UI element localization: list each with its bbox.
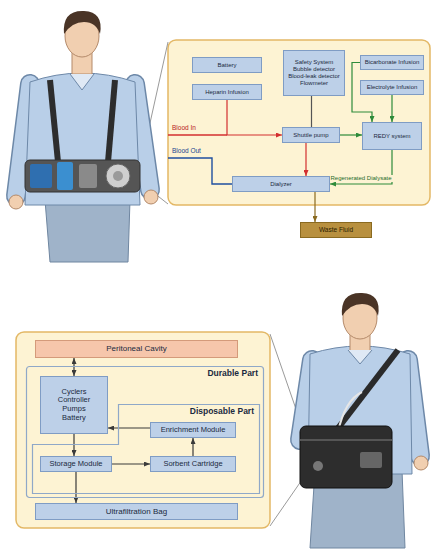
process-box: Dialyzer: [232, 176, 330, 192]
process-box: Enrichment Module: [150, 422, 236, 438]
node-label: Sorbent Cartridge: [163, 460, 222, 469]
diagram-panel: [16, 332, 270, 528]
connector: [227, 100, 282, 135]
node-label: Battery: [217, 62, 236, 69]
node-label: Peritoneal Cavity: [106, 344, 166, 353]
process-box: Safety SystemBubble detectorBlood-leak d…: [283, 50, 345, 96]
patient-figure-wearable: [50, 80, 58, 162]
patient-figure-wearable: [70, 74, 94, 90]
connector: [112, 463, 150, 464]
edge-label: Regenerated Dialysate: [330, 175, 393, 182]
diagram-panel: [168, 40, 430, 205]
patient-figure-wearable: [144, 190, 158, 204]
patient-figure-bag: [332, 350, 398, 436]
leader-line: [140, 42, 306, 526]
region-outline: [33, 405, 260, 494]
process-box: Bicarbonate Infusion: [360, 55, 424, 70]
connector: [330, 150, 392, 184]
patient-figure-wearable: [64, 11, 101, 34]
blood-line: [168, 135, 232, 184]
node-label: Enrichment Module: [161, 426, 226, 435]
region-box: Disposable PartEnrichment ModuleStorage …: [32, 404, 260, 494]
process-box: Ultrafiltration Bag: [35, 503, 238, 520]
patient-figure-wearable: [106, 164, 130, 188]
process-box: Storage Module: [40, 456, 112, 472]
patient-figure-bag: [348, 350, 372, 364]
patient-figure-wearable: [57, 162, 73, 190]
patient-figure-wearable: [113, 171, 123, 181]
node-label: Ultrafiltration Bag: [106, 507, 167, 516]
process-box: REDY system: [362, 122, 422, 150]
node-label: Heparin Infusion: [205, 89, 249, 96]
patient-figure-wearable: [108, 80, 115, 162]
patient-figure-wearable: [9, 11, 158, 262]
node-label: Bicarbonate Infusion: [365, 59, 420, 66]
patient-figure-bag: [300, 293, 428, 548]
connector: [192, 438, 193, 456]
node-label: Battery: [62, 414, 86, 423]
region-box: Durable PartCyclersControllerPumpsBatter…: [26, 366, 264, 498]
flow-label: Blood In: [172, 124, 196, 131]
process-box: Shuttle pump: [282, 127, 340, 143]
patient-figure-wearable: [79, 164, 97, 188]
node-label: Waste Fluid: [319, 226, 353, 233]
patient-figure-wearable: [45, 200, 130, 262]
connector: [311, 96, 312, 127]
process-box: Electrolyte Infusion: [360, 80, 424, 95]
process-box: Battery: [192, 57, 262, 73]
region-label: Disposable Part: [190, 407, 254, 417]
process-box: Heparin Infusion: [192, 84, 262, 100]
node-label: Controller: [58, 396, 91, 405]
connector: [108, 427, 150, 428]
region-outline: [27, 367, 264, 498]
diagram-panel: [16, 40, 430, 528]
node-label: Cyclers: [61, 388, 86, 397]
node-label: Bubble detector: [293, 66, 335, 73]
node-label: Shuttle pump: [293, 132, 328, 139]
node-label: REDY system: [373, 133, 410, 140]
patient-figure-bag: [313, 461, 323, 471]
blood-line: [168, 134, 227, 135]
connector: [314, 192, 315, 222]
patient-figure-wearable: [9, 195, 23, 209]
region-outline: [32, 404, 260, 494]
node-label: Dialyzer: [270, 181, 292, 188]
patient-figure-bag: [300, 439, 392, 441]
connector: [391, 95, 392, 122]
patient-figure-wearable: [25, 73, 140, 205]
blood-line: [168, 158, 232, 184]
node-label: Safety System: [295, 59, 334, 66]
node-label: Blood-leak detector: [288, 73, 340, 80]
patient-figure-bag: [360, 452, 382, 468]
process-box: CyclersControllerPumpsBattery: [40, 376, 108, 434]
node-label: Pumps: [62, 405, 85, 414]
process-box: Peritoneal Cavity: [35, 340, 238, 358]
region-label: Durable Part: [207, 369, 258, 379]
flow-label: Blood Out: [172, 147, 201, 154]
node-label: Flowmeter: [300, 80, 328, 87]
patient-figure-wearable: [25, 160, 140, 192]
patient-figure-bag: [414, 456, 428, 470]
node-label: Storage Module: [50, 460, 103, 469]
patient-figure-wearable: [30, 164, 52, 188]
connector: [75, 472, 76, 503]
node-label: Electrolyte Infusion: [367, 84, 418, 91]
connector: [340, 134, 362, 135]
process-box: Sorbent Cartridge: [150, 456, 236, 472]
process-box: Waste Fluid: [300, 222, 372, 238]
patient-figure-bag: [300, 426, 392, 488]
patient-figure-bag: [342, 293, 379, 316]
connector: [305, 143, 306, 176]
